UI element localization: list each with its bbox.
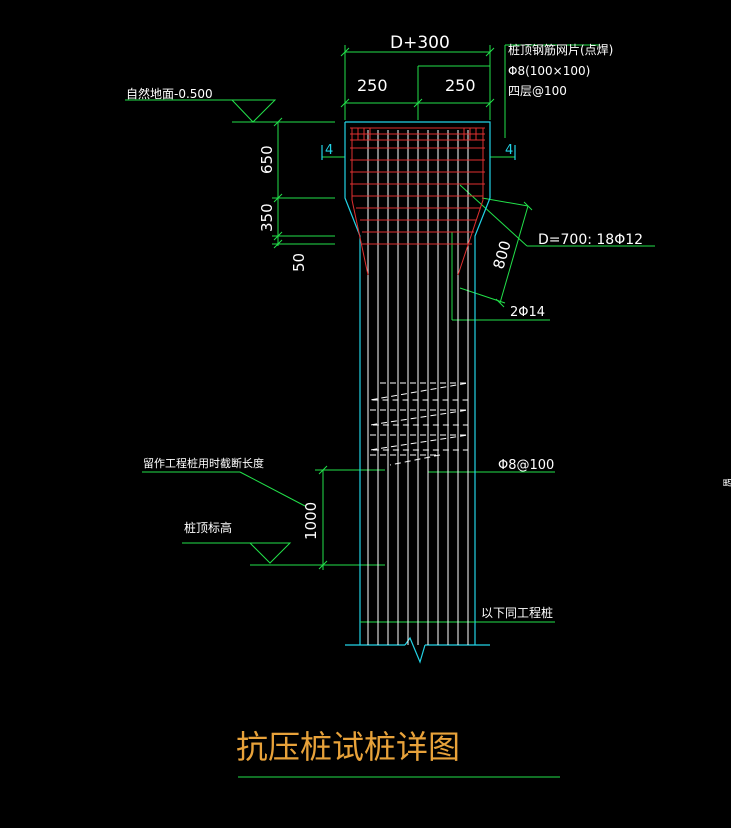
dim-1000-label: 1000: [302, 502, 320, 540]
section-right-label: 4: [505, 143, 513, 158]
extra-bars-label: 2Φ14: [510, 305, 545, 320]
top-width-label: D+300: [390, 33, 450, 53]
drawing-title: 抗压桩试桩详图: [236, 728, 460, 766]
main-bars-label: D=700: 18Φ12: [538, 232, 643, 248]
mesh-label-1: 桩顶钢筋网片(点焊): [508, 42, 613, 57]
pile-top-mesh: [350, 127, 485, 276]
bottom-tie-marks: [367, 618, 469, 627]
dimension-lines: [125, 44, 655, 778]
same-as-label: 以下同工程桩: [481, 605, 553, 620]
stirrups: [369, 382, 469, 466]
cut-length-label: 留作工程桩用时截断长度: [143, 456, 264, 470]
mesh-label-3: 四层@100: [508, 84, 567, 98]
dim-350-label: 350: [258, 203, 276, 232]
longitudinal-rebar: [367, 130, 469, 645]
dim-650-label: 650: [258, 145, 276, 174]
edge-mark-label: 留: [721, 478, 731, 487]
pile-top-label: 桩顶标高: [184, 520, 232, 535]
mesh-label-2: Φ8(100×100): [508, 64, 590, 78]
left-offset-label: 250: [357, 76, 388, 95]
section-left-label: 4: [325, 143, 333, 158]
dim-50-label: 50: [290, 253, 308, 272]
stirrup-label: Φ8@100: [498, 458, 554, 473]
ground-level-label: 自然地面-0.500: [126, 86, 213, 101]
right-offset-label: 250: [445, 76, 476, 95]
